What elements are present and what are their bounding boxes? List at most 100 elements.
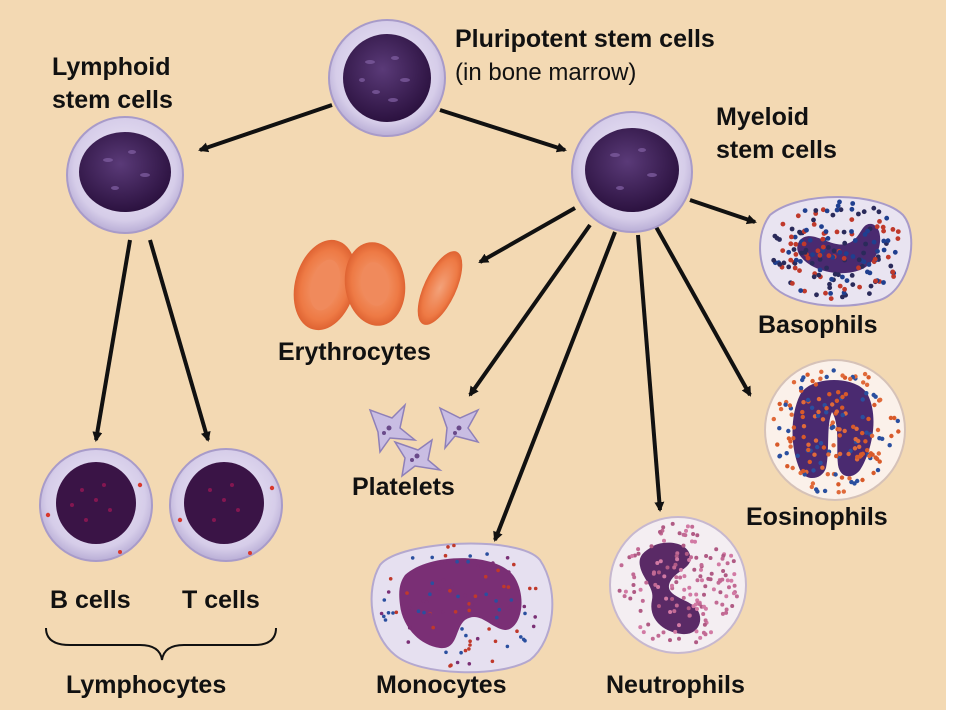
arrow-myeloid-to-neutrophils xyxy=(636,234,665,512)
granule-dot xyxy=(840,412,845,418)
granule-dot xyxy=(732,572,737,577)
granule-dot xyxy=(721,569,726,573)
granule-dot xyxy=(658,559,663,564)
granule-dot xyxy=(836,272,841,278)
granule-dot xyxy=(386,611,391,615)
b-cell-illustration xyxy=(39,448,153,562)
granule-dot xyxy=(850,201,856,206)
granule-dot xyxy=(383,618,388,622)
granule-dot xyxy=(786,264,792,270)
granule-dot xyxy=(849,206,855,212)
granule-dot xyxy=(800,414,805,420)
granule-dot xyxy=(827,285,833,291)
granule-dot xyxy=(835,203,841,209)
granule-dot xyxy=(473,594,478,598)
granule-dot xyxy=(801,468,806,474)
granule-dot xyxy=(861,250,866,256)
granule-dot xyxy=(674,575,679,580)
granule-dot xyxy=(623,589,628,594)
granule-dot xyxy=(848,376,853,382)
granule-dot xyxy=(837,433,842,438)
granule-dot xyxy=(678,567,683,572)
arrows xyxy=(92,103,757,542)
granule-dot xyxy=(687,613,692,618)
granule-dot xyxy=(701,612,706,616)
b-cells-label: B cells xyxy=(50,586,131,614)
granule-dot xyxy=(786,249,792,255)
granule-dot xyxy=(528,586,532,591)
granule-dot xyxy=(664,596,669,601)
granule-dot xyxy=(819,369,824,374)
pluripotent-subtitle-label: (in bone marrow) xyxy=(455,59,636,86)
granule-dot xyxy=(644,580,649,585)
granule-dot xyxy=(837,199,842,205)
granule-dot xyxy=(455,559,459,564)
granule-dot xyxy=(463,593,468,598)
granule-dot xyxy=(888,263,894,269)
granule-dot xyxy=(698,574,703,579)
granule-dot xyxy=(646,622,651,627)
granule-dot xyxy=(838,207,844,213)
lymphocytes-label: Lymphocytes xyxy=(66,671,226,699)
granule-dot xyxy=(466,559,470,564)
granule-dot xyxy=(802,250,808,255)
granule-dot xyxy=(729,578,734,583)
granule-dot xyxy=(830,420,835,425)
granule-dot xyxy=(788,257,794,263)
granule-dot xyxy=(467,662,472,666)
granule-dot xyxy=(441,610,445,614)
granule-dot xyxy=(497,607,502,612)
granule-dot xyxy=(805,397,811,403)
granule-dot xyxy=(786,436,792,441)
granule-dot xyxy=(496,568,500,573)
granule-dot xyxy=(817,267,823,273)
eosinophil-illustration xyxy=(764,359,906,501)
granule-dot xyxy=(468,554,473,558)
granule-dot xyxy=(834,453,839,459)
granule-dot xyxy=(523,638,527,643)
granule-dot xyxy=(657,604,661,609)
granule-dot xyxy=(704,554,709,558)
granule-dot xyxy=(688,592,693,597)
granule-dot xyxy=(498,623,502,627)
granule-dot xyxy=(840,373,845,378)
granule-dot xyxy=(522,604,527,609)
t-cell-illustration xyxy=(169,448,283,562)
granule-dot xyxy=(670,521,675,526)
granule-dot xyxy=(840,394,845,400)
granule-dot xyxy=(861,380,866,385)
granule-dot xyxy=(865,448,870,453)
granule-dot xyxy=(382,598,387,602)
granule-dot xyxy=(533,586,538,591)
granule-dot xyxy=(872,402,877,408)
granule-dot xyxy=(416,609,421,613)
granule-dot xyxy=(817,257,823,262)
granule-dot xyxy=(656,633,661,638)
granule-dot xyxy=(839,475,845,480)
granule-dot xyxy=(775,442,780,447)
granule-dot xyxy=(690,524,695,529)
granule-dot xyxy=(871,392,876,398)
granule-dot xyxy=(877,459,882,464)
granule-dot xyxy=(636,551,641,556)
granule-dot xyxy=(405,591,409,595)
granule-dot xyxy=(864,391,869,396)
granule-dot xyxy=(824,208,830,214)
granule-dot xyxy=(494,599,498,603)
granule-dot xyxy=(828,291,833,296)
granule-dot xyxy=(807,237,813,243)
granule-dot xyxy=(422,610,426,615)
granule-dot xyxy=(869,433,875,438)
granule-dot xyxy=(407,626,412,630)
granule-dot xyxy=(856,257,862,263)
granule-dot xyxy=(811,468,816,473)
platelets-label: Platelets xyxy=(352,473,455,501)
basophil-illustration xyxy=(759,196,913,307)
granule-dot xyxy=(872,256,878,262)
granule-dot xyxy=(860,477,865,483)
granule-dot xyxy=(672,565,677,570)
granule-dot xyxy=(878,397,883,402)
granule-dot xyxy=(512,562,516,567)
granule-dot xyxy=(825,236,831,241)
